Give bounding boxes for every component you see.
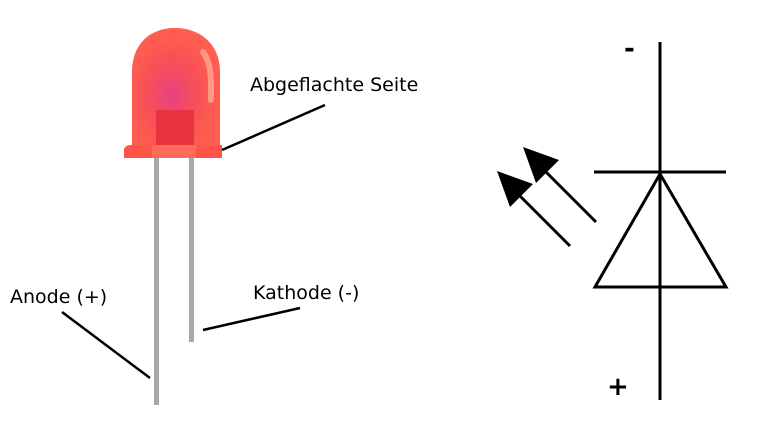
led-schematic-symbol [592,42,729,400]
minus-sign: - [624,34,635,64]
cathode-label: Kathode (-) [253,282,360,304]
arrow-icon [523,147,559,183]
plus-sign: + [607,372,629,402]
anode-leader [61,311,151,379]
emission-arrows [497,147,598,248]
flat-side-leader [221,103,326,152]
led-body [124,28,222,158]
cathode-lead [189,148,194,342]
led-highlight [200,49,214,103]
led-leads [154,148,194,405]
led-glow [132,28,220,150]
anode-lead [154,148,159,405]
arrow-shaft-upper [538,164,598,224]
arrow-icon [497,171,533,207]
arrow-shaft-lower [512,188,572,248]
anode-label: Anode (+) [10,286,108,308]
diode-triangle [592,171,729,289]
led-die [156,110,194,146]
leader-lines [61,103,326,379]
cathode-leader [202,306,301,332]
led-lead-shadow [152,145,196,158]
flat-side-label: Abgeflachte Seite [250,74,419,96]
